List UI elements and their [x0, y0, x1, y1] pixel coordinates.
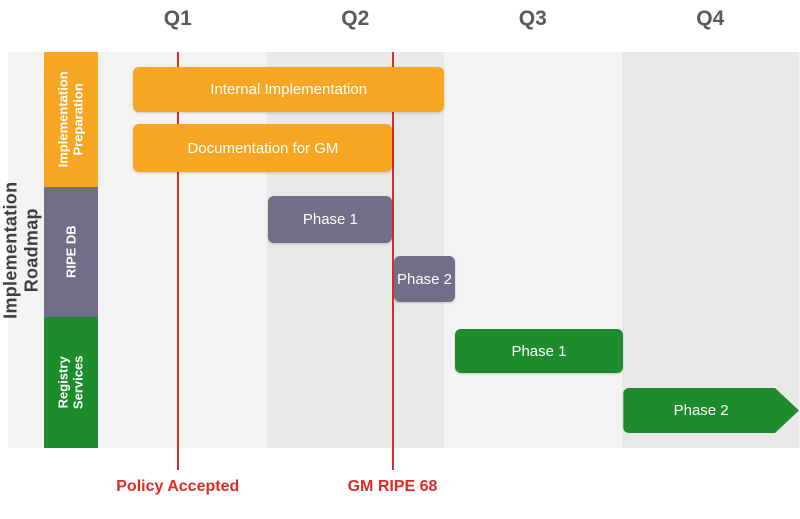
milestone-label: GM RIPE 68: [347, 478, 438, 495]
quarter-band: [266, 52, 444, 448]
roadmap-title-text: Implementation Roadmap: [0, 181, 42, 319]
gantt-bar-label: Phase 1: [302, 211, 358, 228]
quarter-axis-label: Q4: [696, 7, 725, 30]
gantt-bar: Phase 1: [454, 329, 624, 373]
gantt-bar-label: Phase 2: [673, 402, 729, 419]
gantt-bar: Documentation for GM: [133, 124, 393, 172]
category-label: Implementation Preparation: [55, 71, 87, 168]
category-segment: RIPE DB: [44, 187, 98, 317]
gantt-bar-label: Phase 1: [511, 342, 567, 360]
gantt-bar-label: Internal Implementation: [210, 81, 368, 98]
quarter-axis-label: Q2: [341, 7, 370, 30]
category-label: RIPE DB: [63, 225, 79, 279]
gantt-bar: Internal Implementation: [133, 67, 444, 112]
milestone-label: Policy Accepted: [116, 478, 240, 495]
gantt-bar: Phase 1: [268, 196, 393, 243]
gantt-bar-label: Phase 2: [396, 270, 453, 288]
category-label: Registry Services: [55, 355, 86, 410]
milestone-line: [176, 52, 179, 470]
gantt-bar-label: Documentation for GM: [187, 139, 339, 157]
milestone-line: [391, 52, 394, 470]
gantt-bar: Phase 2: [623, 388, 799, 433]
category-segment: Registry Services: [44, 317, 98, 448]
quarter-axis-label: Q3: [518, 7, 547, 30]
quarter-axis-label: Q1: [163, 7, 192, 30]
quarter-band: [621, 52, 799, 448]
gantt-bar: Phase 2: [394, 256, 455, 302]
roadmap-title: Implementation Roadmap: [1, 52, 42, 448]
category-segment: Implementation Preparation: [44, 52, 98, 187]
